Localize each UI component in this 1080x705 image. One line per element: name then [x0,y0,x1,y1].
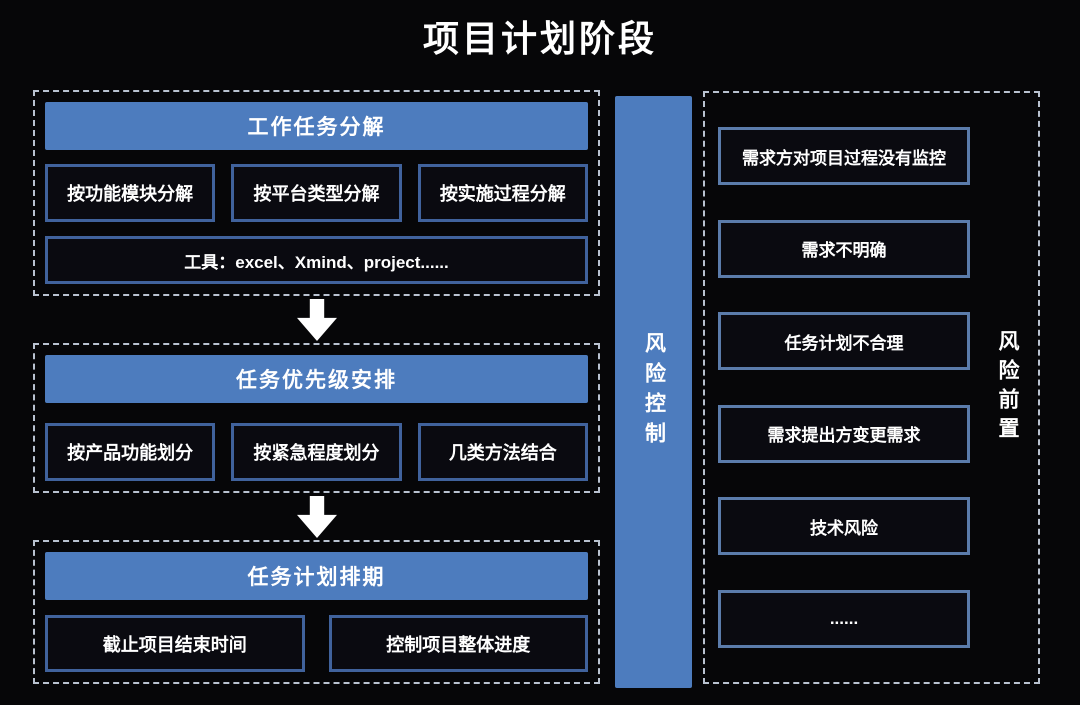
section-work-breakdown-items: 按功能模块分解 按平台类型分解 按实施过程分解 [45,164,588,222]
section-task-priority-items: 按产品功能划分 按紧急程度划分 几类方法结合 [45,423,588,481]
tools-box: 工具：excel、Xmind、project...... [45,236,588,284]
down-arrow-icon [297,299,337,341]
section-task-schedule-items: 截止项目结束时间 控制项目整体进度 [45,615,588,672]
risk-requirement-changes: 需求提出方变更需求 [718,404,970,463]
item-by-implementation-process: 按实施过程分解 [417,164,588,222]
risk-unclear-requirements: 需求不明确 [718,219,970,278]
risk-panel: 需求方对项目过程没有监控 需求不明确 任务计划不合理 需求提出方变更需求 技术风… [703,91,1040,684]
page-title: 项目计划阶段 [422,18,657,59]
down-arrow-icon [297,496,337,538]
item-by-platform-type: 按平台类型分解 [231,164,402,222]
risk-control-label: 风险控制 [642,332,666,452]
item-control-overall-progress: 控制项目整体进度 [328,615,588,672]
risk-technical: 技术风险 [718,497,970,556]
item-project-end-deadline: 截止项目结束时间 [45,615,305,672]
risk-etcetera: ...... [718,589,970,648]
section-work-breakdown-header: 工作任务分解 [45,102,588,150]
risk-panel-items: 需求方对项目过程没有监控 需求不明确 任务计划不合理 需求提出方变更需求 技术风… [718,93,970,682]
risk-control-bar: 风险控制 [615,96,692,688]
section-work-breakdown: 工作任务分解 按功能模块分解 按平台类型分解 按实施过程分解 工具：excel、… [33,90,600,296]
item-combined-methods: 几类方法结合 [417,423,588,481]
risk-no-monitoring: 需求方对项目过程没有监控 [718,127,970,186]
risk-unreasonable-plan: 任务计划不合理 [718,312,970,371]
item-by-product-function: 按产品功能划分 [45,423,216,481]
section-task-schedule: 任务计划排期 截止项目结束时间 控制项目整体进度 [33,540,600,684]
section-task-priority-header: 任务优先级安排 [45,355,588,403]
item-by-urgency: 按紧急程度划分 [231,423,402,481]
risk-panel-label: 风险前置 [996,329,1019,446]
section-task-priority: 任务优先级安排 按产品功能划分 按紧急程度划分 几类方法结合 [33,343,600,493]
item-by-function-module: 按功能模块分解 [45,164,216,222]
section-task-schedule-header: 任务计划排期 [45,552,588,600]
